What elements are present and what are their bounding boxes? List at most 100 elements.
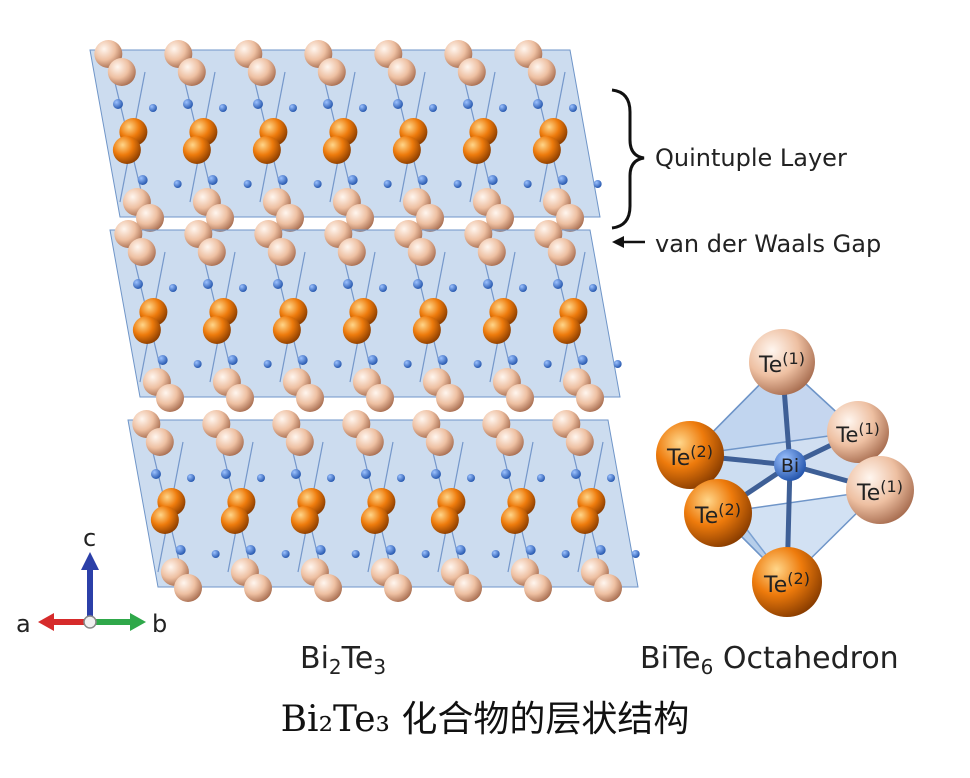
te1-atom-right-lower [846,456,914,524]
te-outer-atom [177,58,206,86]
bi-atom [606,474,615,482]
bi-atom [561,550,570,558]
bi-atom [523,180,532,188]
te-inner-atom [552,316,581,344]
te-outer-atom [244,574,272,602]
te-outer-atom [506,384,534,412]
te-outer-atom [247,58,276,86]
te-inner-atom [252,136,281,164]
bi-atom [227,355,238,365]
te-outer-atom [457,58,486,86]
te-outer-atom [156,384,184,412]
te-inner-atom [112,136,141,164]
bi-atom [272,279,283,289]
te-inner-atom [322,136,351,164]
te-outer-atom [556,204,584,232]
bi-atom [358,104,367,112]
te-outer-atom [547,238,576,266]
te-inner-atom [182,136,211,164]
crystal-lattice [89,40,640,602]
te-outer-atom [136,204,164,232]
axis-b-label: b [152,610,167,638]
te-outer-atom [226,384,254,412]
axis-triad: c a b [16,524,167,638]
bi-atom [313,180,322,188]
bi-atom [351,550,360,558]
bi-atom [277,175,288,185]
te-outer-atom [486,204,514,232]
te-outer-atom [594,574,622,602]
bi-atom [525,545,536,555]
bi-atom [595,545,606,555]
bi-atom [202,279,213,289]
bi-atom [308,284,317,292]
bi-atom [392,99,403,109]
bi-atom [378,284,387,292]
te-outer-atom [416,204,444,232]
bi-atom [168,284,177,292]
bi-atom [326,474,335,482]
bi-atom [437,355,448,365]
bi-atom [552,279,563,289]
bi-atom [518,284,527,292]
te-inner-atom [220,506,249,534]
axis-origin [83,615,97,629]
bi-atom [243,180,252,188]
bi-center-label: Bi [781,455,799,477]
te-inner-atom [202,316,231,344]
te-outer-atom [285,428,314,456]
te-inner-atom [150,506,179,534]
bi-atom [157,355,168,365]
bi-atom [500,469,511,479]
te2-left-label: Te(2) [666,442,713,471]
bi-atom [218,104,227,112]
te-outer-atom [314,574,342,602]
axis-c-arrowhead [81,552,99,570]
bi-atom [315,545,326,555]
te-outer-atom [425,428,454,456]
te-inner-atom [482,316,511,344]
bi-atom [593,180,602,188]
quintuple-layer-label: Quintuple Layer [655,144,847,172]
te-inner-atom [132,316,161,344]
te-inner-atom [462,136,491,164]
te-outer-atom [127,238,156,266]
quintuple-layer-annotation: Quintuple Layer [611,88,847,230]
te-outer-atom [296,384,324,412]
bi-atom [360,469,371,479]
te-outer-atom [387,58,416,86]
te2-atom-left [656,421,724,489]
bi-atom [396,474,405,482]
bi-atom [252,99,263,109]
bi-atom [482,279,493,289]
te-inner-atom [342,316,371,344]
axis-a-label: a [16,610,31,638]
te-outer-atom [145,428,174,456]
bi-atom-center [774,449,806,481]
te-outer-atom [206,204,234,232]
bi-atom [543,360,552,368]
te2-bottom-label: Te(2) [763,569,810,598]
crystal-formula-label: Bi2Te3 [300,641,386,679]
te2-atom-bottom [752,547,822,617]
figure-caption: Bi₂Te₃ 化合物的层状结构 [280,699,690,740]
bi-atom [631,550,640,558]
te-outer-atom [197,238,226,266]
bi-atom [193,360,202,368]
bi-atom [347,175,358,185]
te-outer-atom [355,428,384,456]
gap-arrowhead [612,236,624,248]
bi-atom [322,99,333,109]
axis-b-arrowhead [130,613,146,631]
bi-atom [186,474,195,482]
bi-atom [297,355,308,365]
vdw-gap-label: van der Waals Gap [655,230,881,258]
bi-atom [462,99,473,109]
bi-atom [536,474,545,482]
bi-atom [220,469,231,479]
te1-right-upper-label: Te(1) [835,420,879,447]
bi-atom [256,474,265,482]
bi-atom [473,360,482,368]
bi-atom [211,550,220,558]
bi-atom [613,360,622,368]
